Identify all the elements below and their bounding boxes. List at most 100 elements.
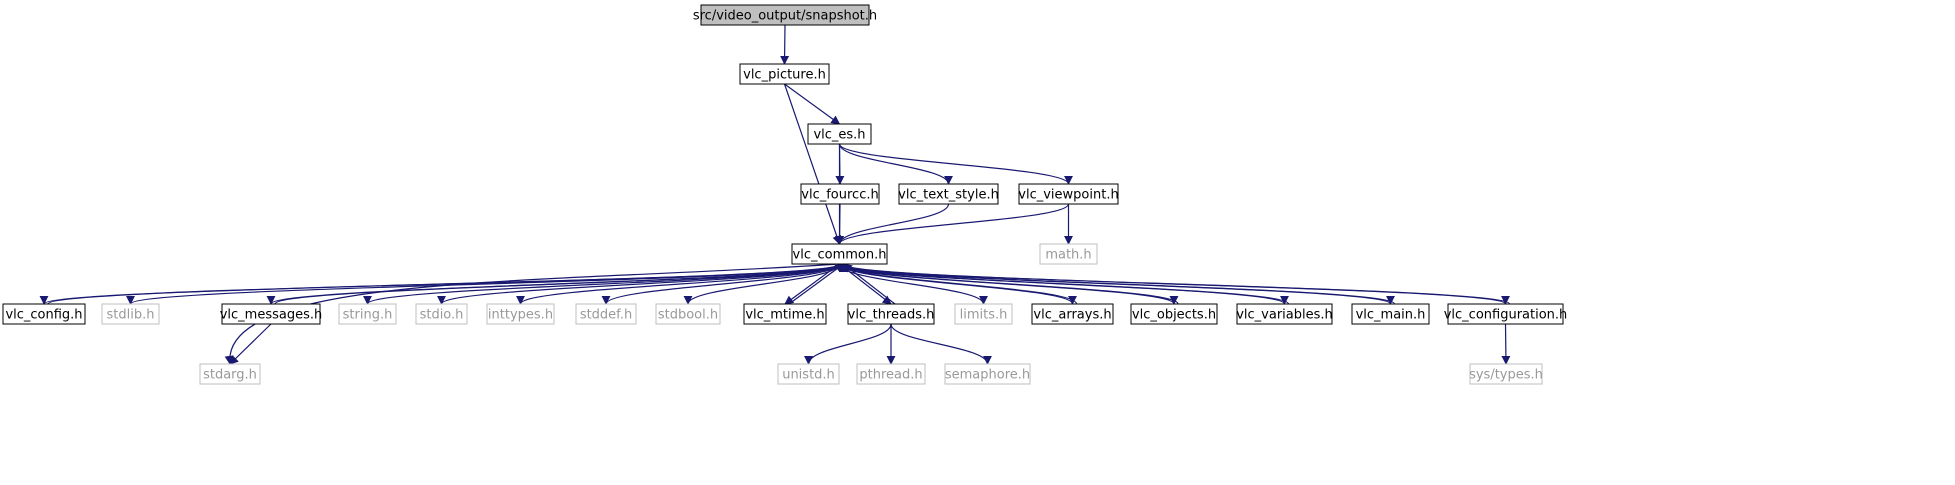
node-box-vlc_objects[interactable] [1130,303,1218,325]
node-label-vlc_variables: vlc_variables.h [1236,308,1333,323]
node-label-vlc_fourcc: vlc_fourcc.h [801,188,878,203]
node-box-vlc_common[interactable] [791,243,888,265]
node-label-vlc_mtime: vlc_mtime.h [745,308,824,323]
node-label-vlc_arrays: vlc_arrays.h [1033,308,1111,323]
node-label-vlc_viewpoint: vlc_viewpoint.h [1018,188,1118,203]
node-semaphore: semaphore.h [944,363,1031,385]
node-label-math: math.h [1045,248,1091,263]
node-vlc_fourcc[interactable]: vlc_fourcc.h [800,183,880,205]
node-box-unistd [777,363,840,385]
edge-vlc_common-to-stdlib [126,263,841,305]
node-box-vlc_config[interactable] [2,303,86,325]
node-box-math [1039,243,1098,265]
node-box-snapshot[interactable] [700,4,870,26]
node-vlc_main[interactable]: vlc_main.h [1351,303,1430,325]
node-vlc_mtime[interactable]: vlc_mtime.h [743,303,827,325]
node-vlc_config[interactable]: vlc_config.h [2,303,86,325]
node-box-semaphore [944,363,1031,385]
node-vlc_messages[interactable]: vlc_messages.h [220,303,323,325]
node-pthread: pthread.h [856,363,926,385]
node-label-stdarg: stdarg.h [203,368,257,383]
edge-vlc_common-to-stdarg [224,263,840,365]
node-box-vlc_fourcc[interactable] [800,183,880,205]
node-label-semaphore: semaphore.h [945,368,1030,383]
edges-layer [39,24,1511,365]
node-box-stdio [415,303,468,325]
node-box-inttypes [486,303,555,325]
edge-vlc_viewpoint-to-vlc_common [835,203,1070,245]
node-vlc_variables[interactable]: vlc_variables.h [1236,303,1333,325]
node-limits: limits.h [954,303,1013,325]
nodes-layer: src/video_output/snapshot.h vlc_picture.h… [2,4,1568,385]
node-label-vlc_picture: vlc_picture.h [743,68,826,83]
edge-vlc_text_style-to-vlc_common [835,203,950,245]
node-stddef: stddef.h [575,303,637,325]
node-vlc_es[interactable]: vlc_es.h [807,123,872,145]
node-vlc_picture[interactable]: vlc_picture.h [739,63,830,85]
node-box-limits [954,303,1013,325]
node-stdio: stdio.h [415,303,468,325]
node-vlc_common[interactable]: vlc_common.h [791,243,888,265]
edge-vlc_configuration-to-sys_types [1501,323,1511,365]
edge-vlc_main-to-vlc_common [839,263,1396,305]
node-label-vlc_text_style: vlc_text_style.h [898,188,999,203]
node-label-stdlib: stdlib.h [107,308,155,323]
node-vlc_threads[interactable]: vlc_threads.h [847,303,935,325]
node-vlc_viewpoint[interactable]: vlc_viewpoint.h [1018,183,1119,205]
edge-vlc_common-to-stdbool [683,263,841,305]
node-vlc_arrays[interactable]: vlc_arrays.h [1031,303,1114,325]
node-box-vlc_main[interactable] [1351,303,1430,325]
node-label-pthread: pthread.h [859,368,922,383]
node-unistd: unistd.h [777,363,840,385]
node-box-stddef [575,303,637,325]
edge-vlc_common-to-string [363,263,841,305]
node-box-vlc_es[interactable] [807,123,872,145]
node-snapshot[interactable]: src/video_output/snapshot.h [693,4,877,26]
node-inttypes: inttypes.h [486,303,555,325]
node-box-vlc_text_style[interactable] [898,183,999,205]
node-label-unistd: unistd.h [782,368,835,383]
node-label-limits: limits.h [960,308,1008,323]
edge-vlc_picture-to-vlc_common [783,83,842,245]
edge-vlc_messages-to-vlc_common [274,263,848,305]
node-box-vlc_arrays[interactable] [1031,303,1114,325]
edge-vlc_threads-to-semaphore [890,323,992,365]
node-stdarg: stdarg.h [199,363,261,385]
edge-vlc_es-to-vlc_text_style [838,143,953,185]
edge-vlc_common-to-stddef [601,263,841,305]
node-stdbool: stdbool.h [655,303,721,325]
edge-snapshot-to-vlc_picture [780,24,790,65]
node-label-inttypes: inttypes.h [488,308,553,323]
node-box-vlc_viewpoint[interactable] [1018,183,1119,205]
node-math: math.h [1039,243,1098,265]
node-box-vlc_messages[interactable] [221,303,321,325]
node-box-sys_types [1469,363,1543,385]
edge-vlc_es-to-vlc_viewpoint [838,143,1073,185]
edge-vlc_configuration-to-vlc_common [839,263,1511,305]
edge-vlc_common-to-stdio [437,263,841,305]
edge-vlc_arrays-to-vlc_common [839,263,1078,305]
node-vlc_objects[interactable]: vlc_objects.h [1130,303,1218,325]
node-label-vlc_config: vlc_config.h [5,308,82,323]
node-label-vlc_threads: vlc_threads.h [848,308,935,323]
node-label-vlc_configuration: vlc_configuration.h [1444,308,1568,323]
edge-vlc_fourcc-to-vlc_common [835,203,845,245]
node-box-stdarg [199,363,261,385]
node-label-vlc_objects: vlc_objects.h [1132,308,1216,323]
node-label-stddef: stddef.h [580,308,632,323]
node-label-stdio: stdio.h [420,308,464,323]
node-box-vlc_mtime[interactable] [743,303,827,325]
node-box-vlc_picture[interactable] [739,63,830,85]
node-box-string [338,303,397,325]
edge-vlc_es-to-vlc_fourcc [835,143,845,185]
edge-vlc_common-to-inttypes [516,263,841,305]
node-box-vlc_variables[interactable] [1236,303,1333,325]
node-vlc_text_style[interactable]: vlc_text_style.h [898,183,999,205]
node-vlc_configuration[interactable]: vlc_configuration.h [1444,303,1568,325]
node-box-vlc_configuration[interactable] [1447,303,1564,325]
node-label-sys_types: sys/types.h [1469,368,1543,383]
edge-vlc_messages-to-stdarg [229,323,272,365]
node-box-stdlib [101,303,160,325]
node-box-vlc_threads[interactable] [847,303,935,325]
